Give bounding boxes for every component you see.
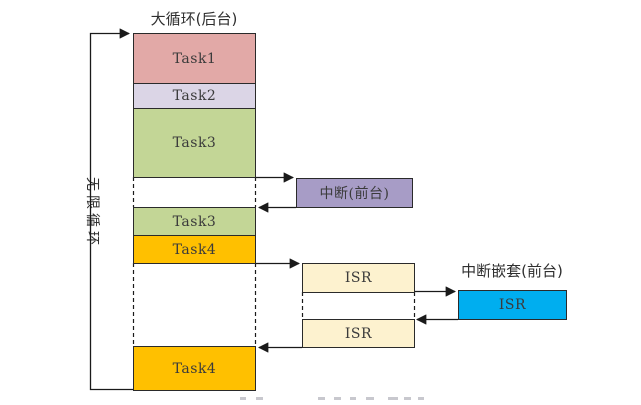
task3-resume-box: Task3 <box>133 207 256 236</box>
isr2-box: ISR <box>302 319 415 348</box>
task4-box: Task4 <box>133 235 256 264</box>
task4-resume-box: Task4 <box>133 346 256 391</box>
isr1-box: ISR <box>302 263 415 293</box>
nested-isr-box: ISR <box>458 290 567 320</box>
nested-interrupt-title: 中断嵌套(前台) <box>461 262 563 280</box>
task2-box: Task2 <box>133 83 256 109</box>
interrupt-box: 中断(前台) <box>296 178 413 208</box>
task3-box: Task3 <box>133 108 256 178</box>
task1-box: Task1 <box>133 33 256 84</box>
infinite-loop-label: 无限循环 <box>82 174 104 249</box>
main-loop-title: 大循环(后台) <box>150 10 238 28</box>
